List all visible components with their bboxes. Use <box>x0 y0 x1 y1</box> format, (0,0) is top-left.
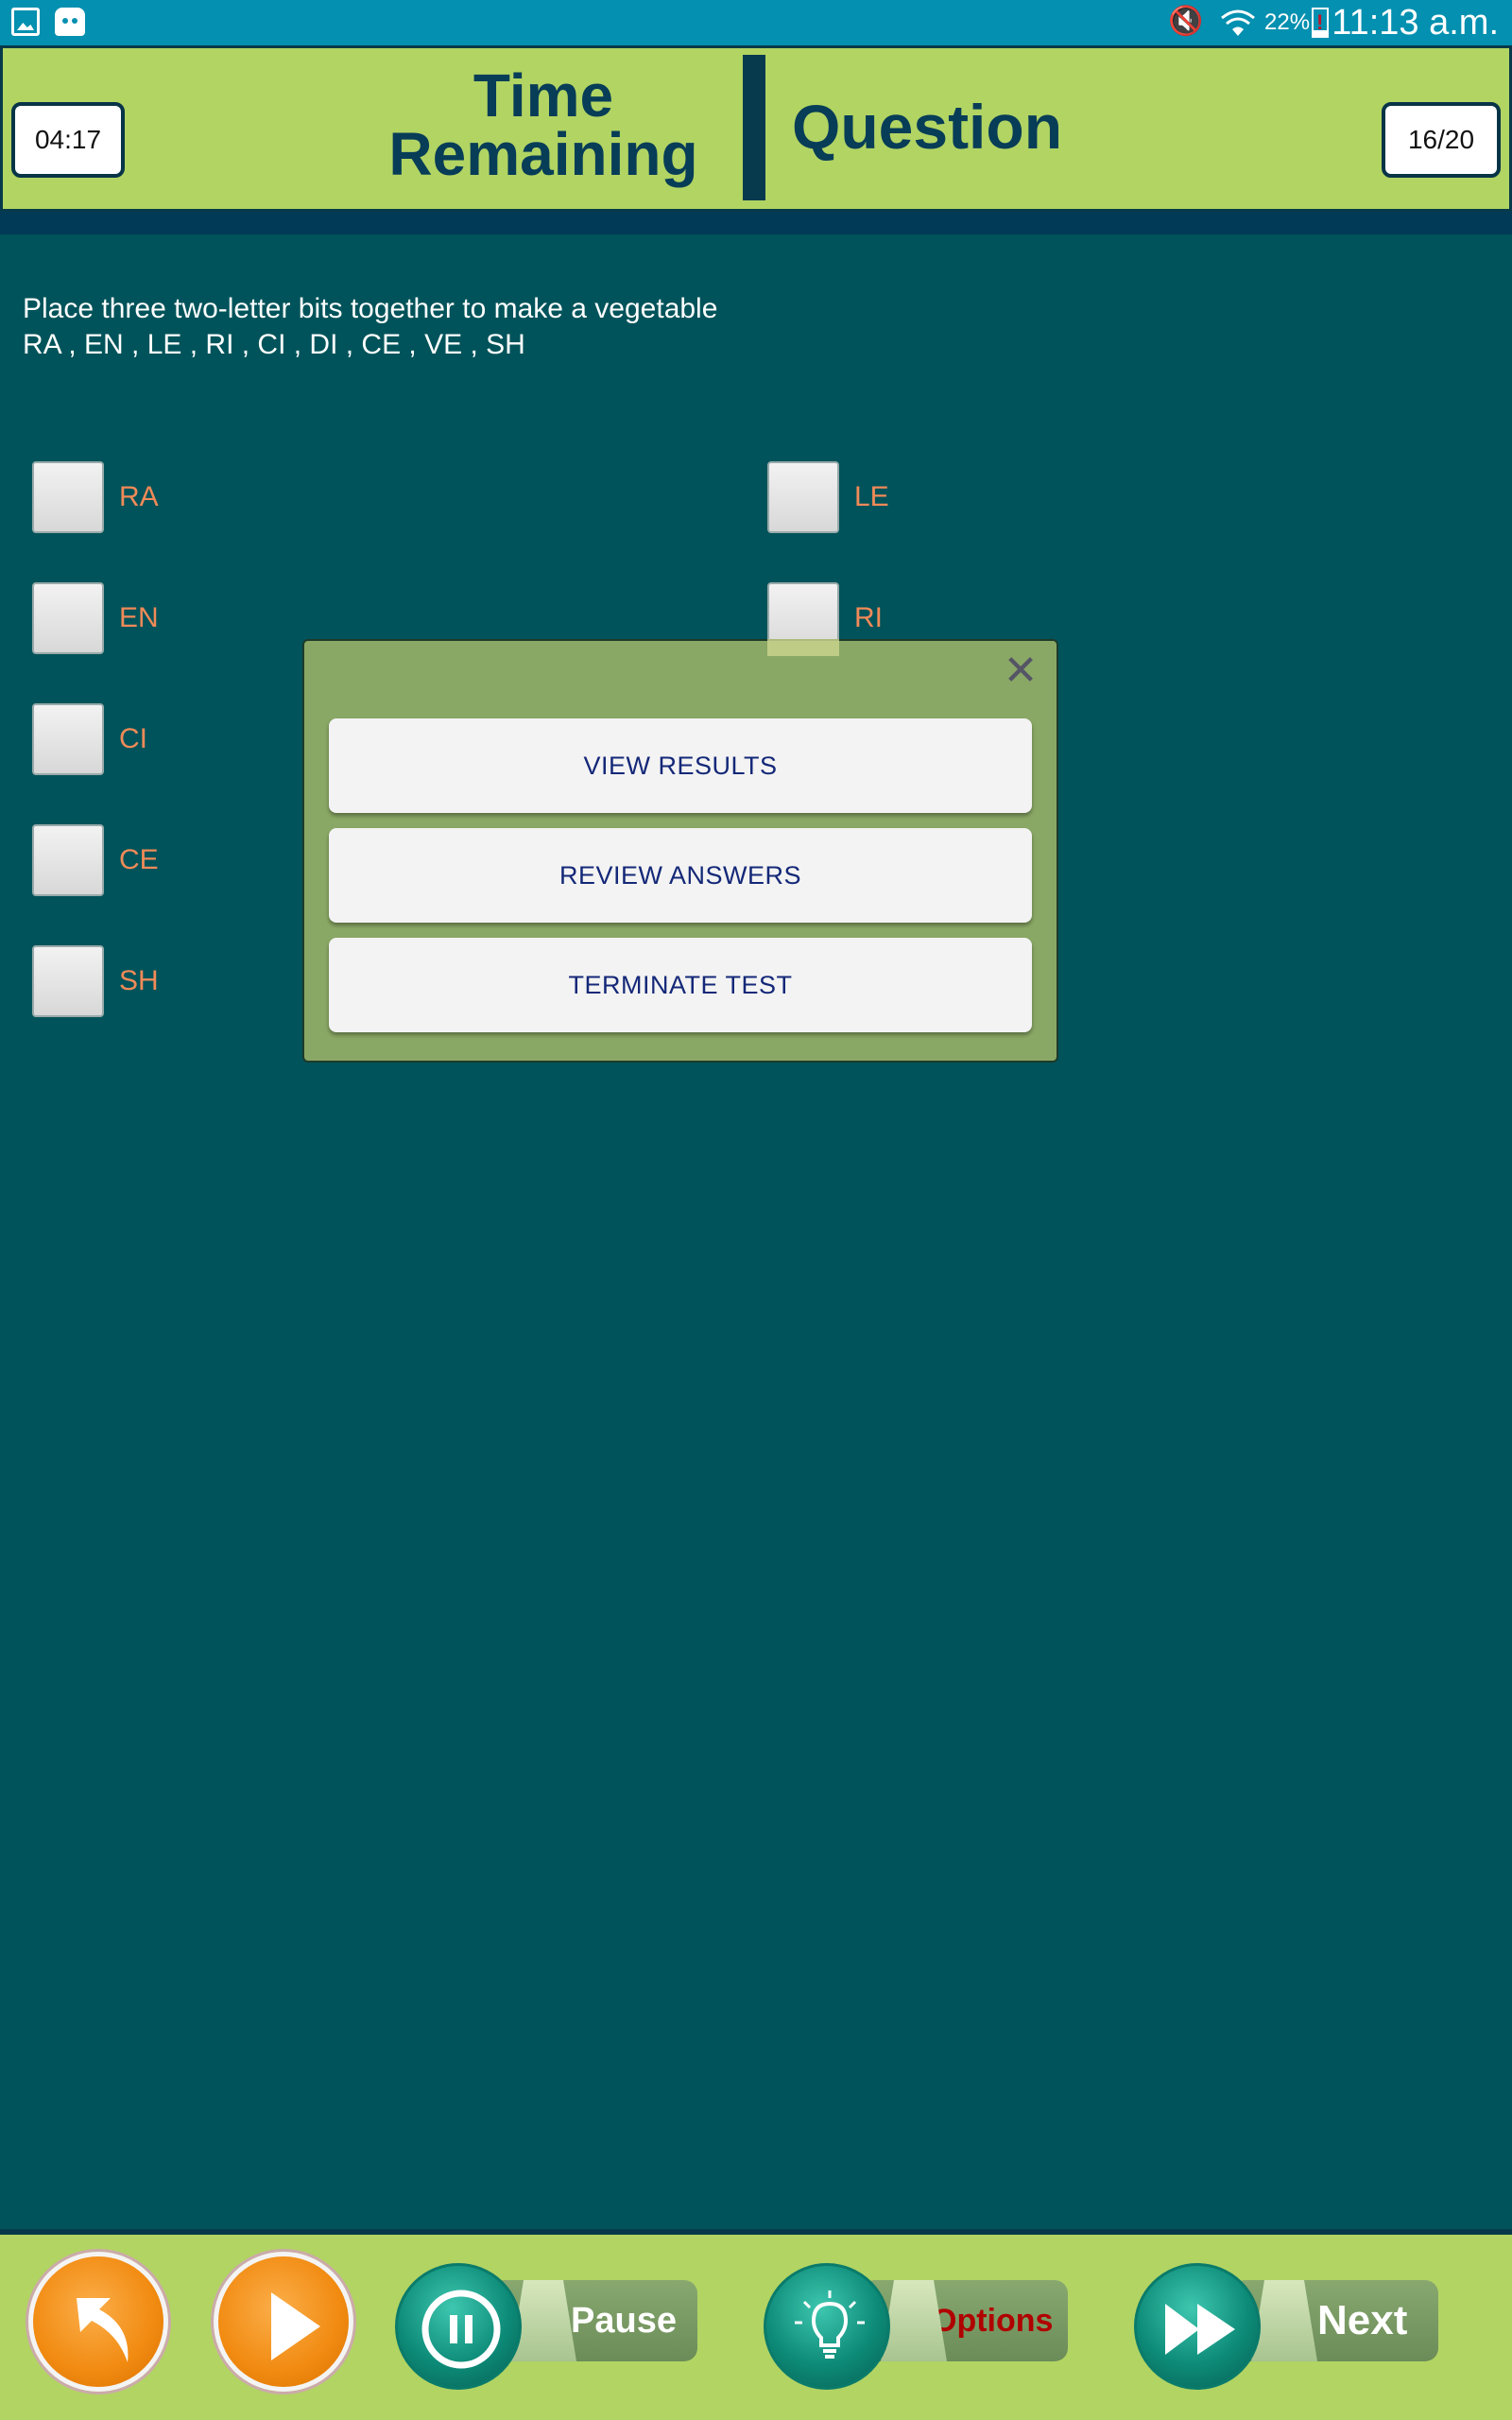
wifi-icon <box>1221 9 1255 36</box>
terminate-test-button[interactable]: TERMINATE TEST <box>329 938 1032 1032</box>
option-label: RA <box>119 481 159 512</box>
header-separator <box>743 55 765 200</box>
option-label: EN <box>119 602 159 633</box>
status-bar: 🔇 22% 11:13 a.m. <box>0 0 1512 45</box>
pause-label: Pause <box>571 2300 677 2341</box>
battery-percent: 22% <box>1264 9 1311 35</box>
lightbulb-icon <box>795 2290 865 2359</box>
android-icon <box>55 8 85 36</box>
option-ce[interactable]: CE <box>32 824 159 896</box>
checkbox[interactable] <box>32 461 104 533</box>
option-label: LE <box>854 481 889 512</box>
time-remaining-title: Time Remaining <box>350 61 737 188</box>
question-line2: RA , EN , LE , RI , CI , DI , CE , VE , … <box>23 329 525 360</box>
battery-icon <box>1312 8 1329 38</box>
options-tab-decor <box>881 2280 947 2361</box>
fast-forward-icon <box>1165 2304 1235 2355</box>
time-title-line2: Remaining <box>388 120 698 188</box>
option-label: RI <box>854 602 883 633</box>
question-line1: Place three two-letter bits together to … <box>23 293 718 324</box>
option-en[interactable]: EN <box>32 582 159 654</box>
checkbox[interactable] <box>32 582 104 654</box>
timer: 04:17 <box>11 102 125 178</box>
next-icon-button[interactable] <box>1134 2263 1261 2390</box>
view-results-button[interactable]: VIEW RESULTS <box>329 718 1032 813</box>
option-label: CE <box>119 844 159 875</box>
clock: 11:13 a.m. <box>1332 3 1499 43</box>
pause-icon-button[interactable] <box>395 2263 522 2390</box>
header-divider <box>0 212 1512 234</box>
play-icon <box>271 2292 320 2360</box>
option-label: SH <box>119 965 159 996</box>
option-label: CI <box>119 723 147 754</box>
option-sh[interactable]: SH <box>32 945 159 1017</box>
checkbox[interactable] <box>32 703 104 775</box>
mute-icon: 🔇 <box>1168 6 1204 37</box>
pause-icon <box>421 2290 501 2369</box>
next-label: Next <box>1317 2297 1408 2343</box>
checkbox[interactable] <box>32 945 104 1017</box>
back-button[interactable] <box>28 2252 168 2392</box>
option-ra[interactable]: RA <box>32 461 159 533</box>
question-title: Question <box>792 92 1063 162</box>
options-icon-button[interactable] <box>764 2263 890 2390</box>
question-text: Place three two-letter bits together to … <box>23 291 717 363</box>
options-dialog: ✕ VIEW RESULTS REVIEW ANSWERS TERMINATE … <box>302 639 1058 1063</box>
question-counter: 16/20 <box>1382 102 1501 178</box>
checkbox[interactable] <box>32 824 104 896</box>
hidden-checkbox-edge <box>767 639 839 656</box>
close-icon[interactable]: ✕ <box>1003 648 1039 694</box>
time-title-line1: Time <box>472 61 614 130</box>
checkbox[interactable] <box>767 461 839 533</box>
options-label: Options <box>932 2302 1054 2339</box>
option-ci[interactable]: CI <box>32 703 147 775</box>
option-le[interactable]: LE <box>767 461 889 533</box>
review-answers-button[interactable]: REVIEW ANSWERS <box>329 828 1032 923</box>
play-button[interactable] <box>214 2252 353 2392</box>
back-arrow-icon <box>77 2298 129 2362</box>
gallery-icon <box>11 8 40 36</box>
